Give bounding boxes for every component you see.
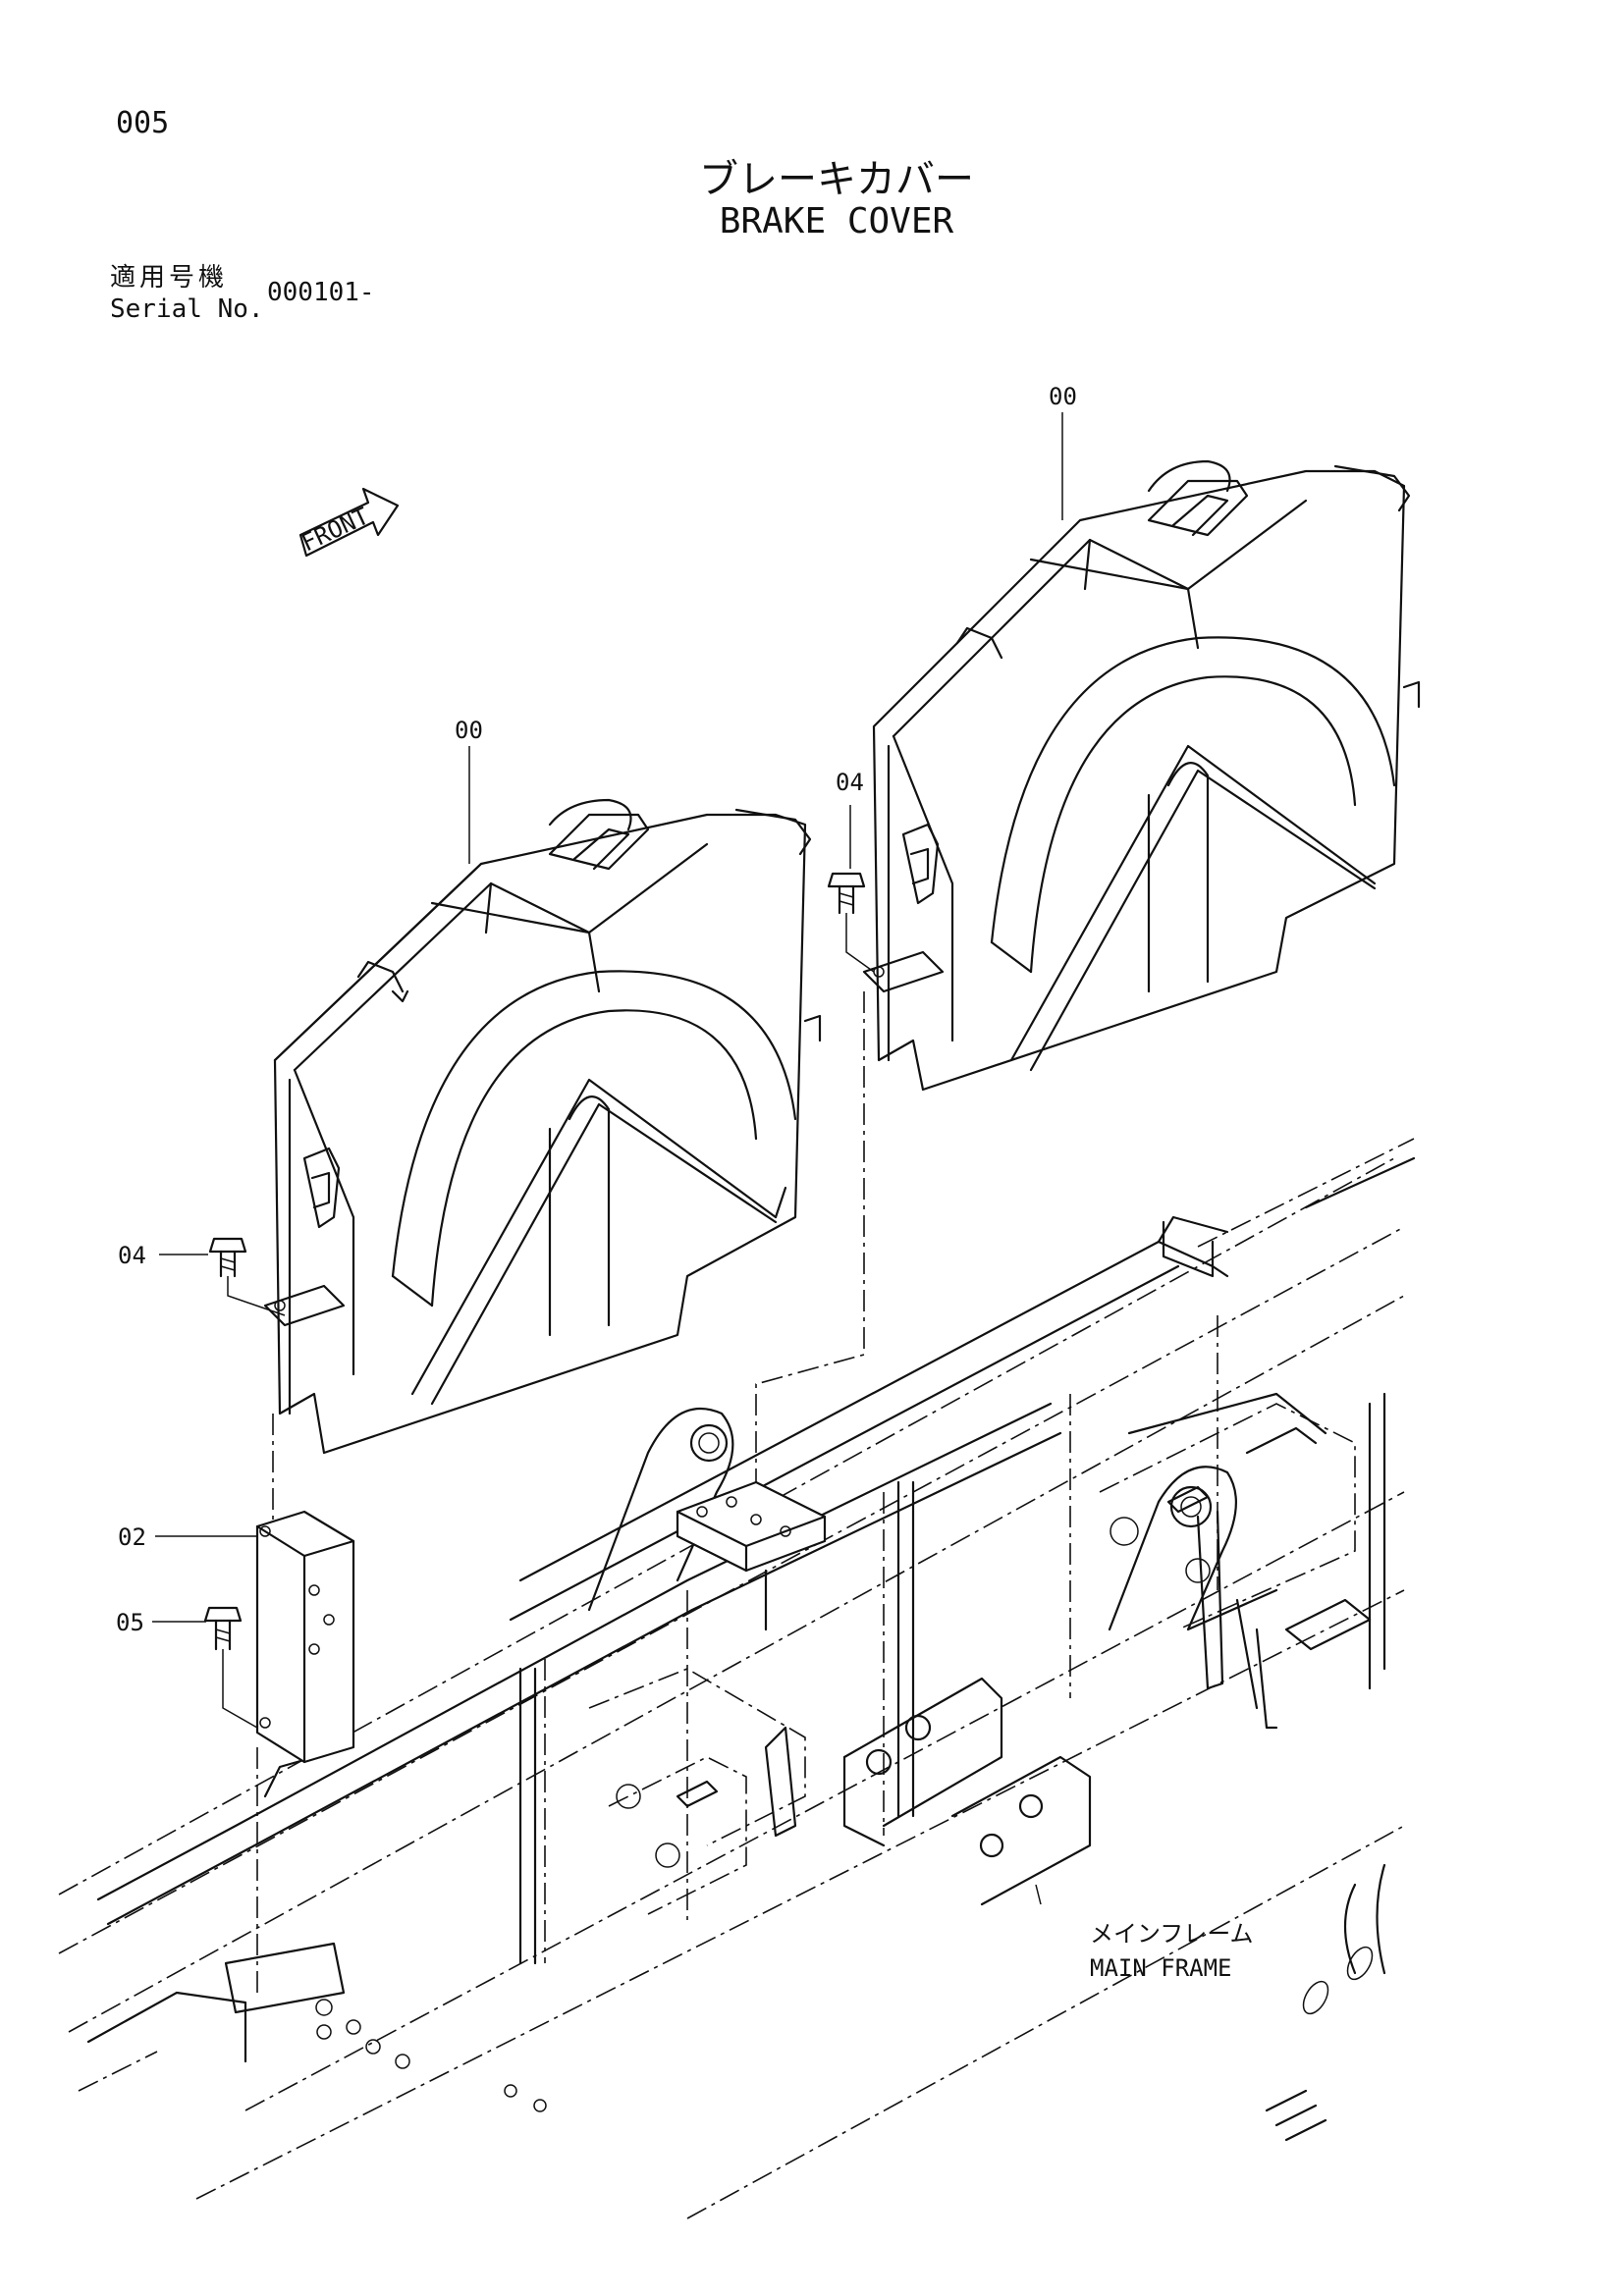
callout-00-left: 00	[455, 717, 483, 744]
brake-cover-left	[263, 798, 822, 1455]
main-frame-drawing	[58, 1138, 1416, 2219]
title-english: BRAKE COVER	[719, 201, 954, 241]
bracket-02	[255, 1510, 355, 1764]
frame-mount-plate	[676, 1480, 827, 1631]
front-arrow-marker: FRONT	[298, 487, 400, 558]
callout-02: 02	[118, 1523, 146, 1551]
serial-label-english: Serial No.	[110, 294, 264, 324]
page-number: 005	[116, 106, 170, 140]
callout-05: 05	[116, 1609, 144, 1636]
title-japanese: ブレーキカバー	[699, 157, 974, 202]
callout-leaders	[152, 412, 1063, 1905]
assembly-lines	[256, 991, 865, 1993]
serial-number-value: 000101-	[267, 278, 375, 307]
bolt-05	[203, 1606, 258, 1729]
main-frame-label-english: MAIN FRAME	[1090, 1954, 1232, 1982]
callout-00-right: 00	[1049, 383, 1077, 410]
bolt-04-left	[208, 1237, 286, 1316]
main-frame-label-japanese: メインフレーム	[1090, 1920, 1254, 1948]
front-marker-label: FRONT	[298, 503, 373, 558]
brake-cover-right	[862, 459, 1421, 1092]
callout-04-left: 04	[118, 1242, 146, 1269]
callout-04-right: 04	[836, 769, 864, 796]
bolt-04-right	[827, 872, 875, 973]
serial-label-japanese: 適用号機	[110, 263, 229, 293]
